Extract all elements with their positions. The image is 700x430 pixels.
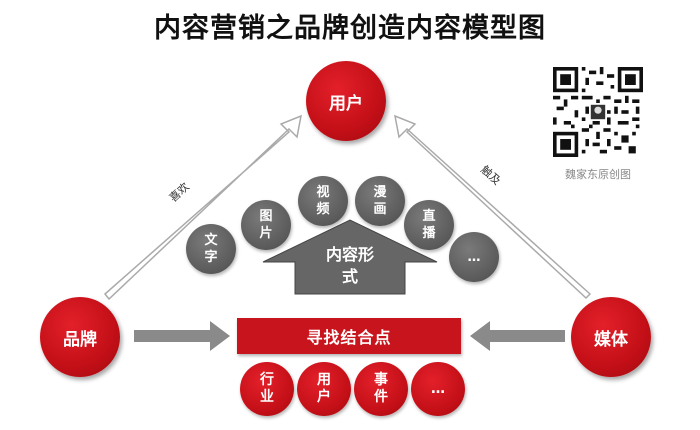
content-form-item: 视频 <box>298 176 348 226</box>
content-form-label: 内容形式 <box>325 245 374 286</box>
meeting-point-item: 行业 <box>240 362 294 416</box>
content-form-item: 图片 <box>241 200 291 250</box>
brand-node-label: 品牌 <box>63 329 97 350</box>
meeting-point-item: 事件 <box>354 362 408 416</box>
media-node-label: 媒体 <box>594 329 628 350</box>
meeting-point-item: 用户 <box>297 362 351 416</box>
media-to-bar-arrow <box>470 321 565 351</box>
content-form-item: 文字 <box>186 224 236 274</box>
meeting-point-item: … <box>411 362 465 416</box>
brand-node: 品牌 <box>40 297 120 377</box>
brand-to-user-arrow <box>103 114 302 301</box>
brand-to-bar-arrow <box>134 321 230 351</box>
user-node-label: 用户 <box>329 93 363 114</box>
content-form-item: 漫画 <box>355 176 405 226</box>
content-form-item: … <box>449 232 499 282</box>
media-node: 媒体 <box>571 297 651 377</box>
diagram-title: 内容营销之品牌创造内容模型图 <box>154 13 546 44</box>
user-node: 用户 <box>306 61 386 141</box>
qr-code-image <box>553 67 643 157</box>
content-form-item: 直播 <box>404 200 454 250</box>
meeting-point-label: 寻找结合点 <box>306 328 392 347</box>
meeting-point-bar: 寻找结合点 <box>237 318 461 354</box>
content-form-up-arrow <box>262 219 438 295</box>
watermark-text: 魏家东原创图 <box>565 168 631 181</box>
media-to-user-arrow <box>394 114 592 300</box>
